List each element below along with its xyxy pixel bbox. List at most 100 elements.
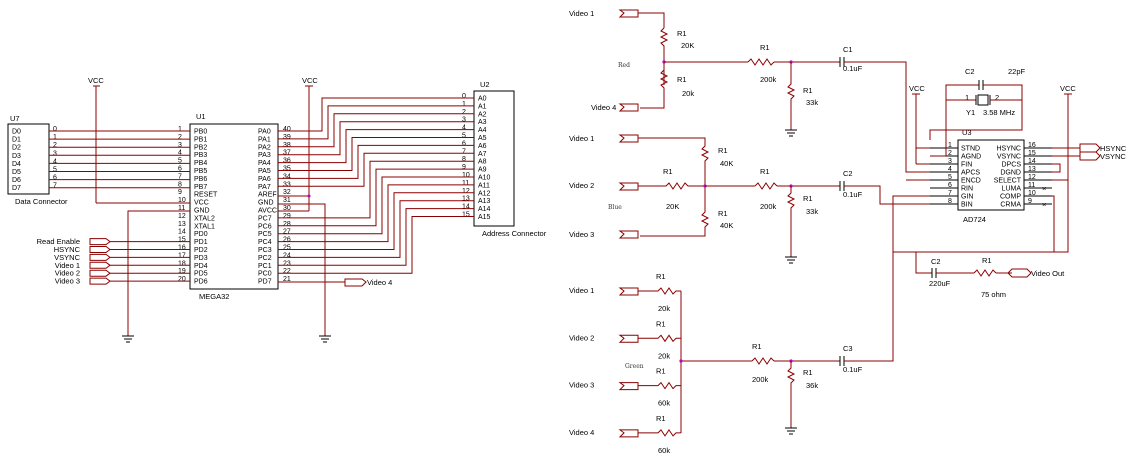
blue-rsh-ref: R1 — [803, 194, 813, 203]
mcu-left-pin-num: 3 — [178, 142, 182, 149]
red-cap-val: 0.1uF — [843, 64, 863, 73]
enc-right-pin-num: 11 — [1028, 182, 1035, 189]
addr-bus-wire — [278, 184, 474, 243]
dc-pin-label: D2 — [12, 145, 21, 152]
mcu-right-pin-num: 27 — [283, 229, 291, 236]
mcu-gnd-right — [278, 203, 331, 343]
mcu-right-pin-label: PA6 — [258, 176, 271, 183]
addr-pin-num: 6 — [462, 140, 466, 147]
enc-left-pin-label: FIN — [961, 162, 972, 169]
green-res-ref: R1 — [656, 319, 666, 328]
mcu-right-pin-label: PC1 — [258, 263, 272, 270]
blue-rbot-val: 40K — [720, 221, 733, 230]
blue-rser-ref: R1 — [760, 167, 770, 176]
addr-pin-num: 9 — [462, 164, 466, 171]
blue-in2-label: Video 2 — [569, 181, 594, 190]
red-rbot-val: 20k — [682, 89, 694, 98]
mcu-left-pin-num: 10 — [178, 197, 186, 204]
addr-pin-label: A14 — [478, 206, 491, 213]
blue-rmid-val: 20K — [666, 202, 679, 211]
address-connector-ref: U2 — [480, 80, 490, 89]
enc-left-pin-num: 4 — [948, 166, 952, 173]
crystal-pin2: 2 — [995, 93, 999, 102]
addr-bus-wire — [278, 200, 474, 258]
mcu-right-pin-label: PC0 — [258, 271, 272, 278]
mcu-left-pin-label: PD6 — [194, 279, 208, 286]
green-input-terminal — [618, 334, 639, 343]
mcu-signal-label: Video 3 — [55, 277, 80, 286]
addr-pin-label: A3 — [478, 119, 487, 126]
enc-right-pin-num: 15 — [1028, 150, 1036, 157]
mcu-signal-label: HSYNC — [54, 245, 81, 254]
mcu-left-pin-label: PD0 — [194, 231, 208, 238]
green-resistor — [638, 381, 681, 390]
sync-outputs: HSYNC VSYNC × × — [1042, 143, 1127, 252]
crystal-cap-val: 22pF — [1008, 67, 1026, 76]
mcu-left-pins: PB01PB12PB23PB34PB45PB56PB67PB78RESET9VC… — [178, 126, 218, 286]
mcu-right-pin-num: 31 — [283, 197, 291, 204]
red-channel: Video 1 R1 20K R1 20k Video 4 Red R1 200… — [569, 9, 930, 173]
mcu-right-pin-label: PC3 — [258, 247, 272, 254]
vcc-label-3: VCC — [909, 84, 925, 93]
enc-left-pin-label: RIN — [961, 186, 973, 193]
dc-pin-num: 0 — [53, 126, 57, 133]
addr-bus-wire — [278, 176, 474, 235]
mcu-left-pin-num: 13 — [178, 221, 186, 228]
addr-pin-label: A12 — [478, 190, 491, 197]
green-res-ref: R1 — [656, 367, 666, 376]
dc-pin-num: 7 — [53, 183, 57, 190]
addr-pin-num: 4 — [462, 125, 466, 132]
mcu-signal-terminal — [89, 277, 111, 285]
data-bus-wires — [49, 130, 190, 189]
mcu-right-pin-num: 33 — [283, 181, 291, 188]
mcu-right-pin-num: 21 — [283, 276, 291, 283]
mcu-left-pin-num: 5 — [178, 158, 182, 165]
mcu-left-pin-num: 2 — [178, 134, 182, 141]
vcc-mcu-right: VCC — [278, 76, 318, 212]
green-cap-val: 0.1uF — [843, 365, 863, 374]
addr-pin-label: A11 — [478, 182, 490, 189]
mcu-left-pin-label: PB2 — [194, 144, 207, 151]
mcu-signal-terminal — [89, 246, 111, 253]
enc-left-pin-label: BIN — [961, 202, 973, 209]
enc-left-pin-num: 1 — [948, 142, 952, 149]
enc-left-pin-label: APCS — [961, 170, 980, 177]
mcu-left-pin-num: 1 — [178, 126, 182, 133]
green-res-val: 20k — [658, 304, 670, 313]
addr-pin-label: A10 — [478, 175, 491, 182]
red-rbot-ref: R1 — [677, 75, 687, 84]
addr-pin-num: 1 — [462, 101, 466, 108]
addr-pin-label: A1 — [478, 103, 487, 110]
blue-in1-label: Video 1 — [569, 134, 594, 143]
enc-right-pin-num: 14 — [1028, 158, 1036, 165]
blue-rsh-val: 33k — [806, 207, 818, 216]
mcu-right-pin-num: 37 — [283, 150, 291, 157]
blue-rbot-ref: R1 — [718, 209, 728, 218]
dc-pin-label: D3 — [12, 153, 21, 160]
red-rtop-ref: R1 — [677, 29, 687, 38]
mcu-right-pin-num: 29 — [283, 213, 291, 220]
vcc-label-1: VCC — [88, 76, 104, 85]
mcu-signal-terminal — [89, 261, 111, 269]
addr-pin-num: 2 — [462, 109, 466, 116]
green-channel: Green R1 200k R1 36k C3 0.1uF Video 1R12… — [569, 195, 930, 455]
addr-pin-label: A8 — [478, 159, 487, 166]
addr-bus-wire — [278, 137, 474, 171]
mcu-left-pin-label: PD5 — [194, 271, 208, 278]
mcu-left-pin-label: PD4 — [194, 263, 208, 270]
red-rsh-ref: R1 — [803, 86, 813, 95]
vcc-label-4: VCC — [1060, 84, 1076, 93]
data-connector-ref: U7 — [10, 114, 20, 123]
mcu-right-pin-label: PD7 — [258, 279, 272, 286]
dc-pin-label: D4 — [12, 161, 21, 168]
green-res-ref: R1 — [656, 414, 666, 423]
enc-left-pin-num: 8 — [948, 198, 952, 205]
enc-right-pin-num: 9 — [1028, 198, 1032, 205]
enc-right-pin-label: DGND — [1000, 170, 1021, 177]
addr-bus-wire — [278, 192, 474, 250]
mcu-left-pin-num: 6 — [178, 166, 182, 173]
green-resistor — [638, 334, 681, 343]
